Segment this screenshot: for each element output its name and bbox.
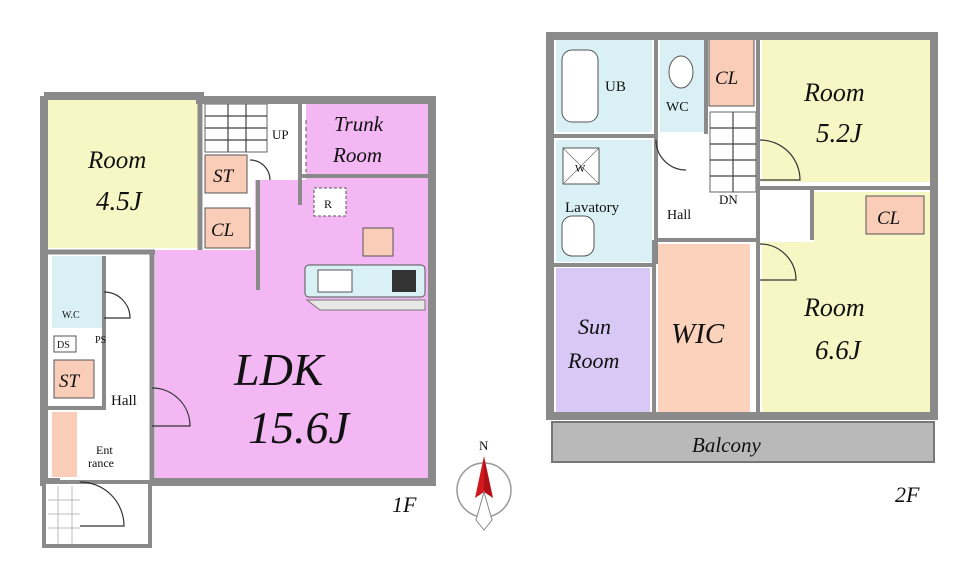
door-wc [103, 291, 131, 319]
room-5-2j-size: 5.2J [816, 118, 864, 148]
room-6-6j-size: 6.6J [815, 335, 863, 365]
room-6-6j [762, 192, 930, 412]
wc-1f [52, 256, 102, 328]
st-upper-label: ST [213, 166, 235, 187]
ub-label: UB [605, 79, 626, 95]
storage-st-upper [204, 154, 248, 194]
entrance-step [52, 412, 77, 477]
floor-1f-label: 1F [392, 492, 417, 517]
compass: N [456, 438, 512, 531]
ldk [155, 172, 428, 478]
hall-2f-label: Hall [667, 208, 691, 223]
entrance-door [79, 481, 125, 527]
fridge-space [362, 227, 394, 257]
wic-label: WIC [671, 318, 725, 350]
sun-room-line2: Room [567, 348, 619, 373]
ds-label: DS [57, 340, 70, 351]
ldk-size: 15.6J [248, 402, 352, 453]
dn-label: DN [719, 192, 738, 207]
trunk-room [306, 102, 428, 172]
ps-label: PS [95, 335, 106, 346]
hall-1f-label: Hall [111, 393, 137, 409]
compass-north-arrow-icon [475, 456, 484, 498]
entrance-line1: Ent [96, 443, 113, 457]
closet-cl-right [865, 195, 925, 235]
compass-north-label: N [479, 438, 489, 453]
room-4-5j-name: Room [87, 147, 146, 174]
stove-icon [392, 270, 416, 292]
door-room-5-2j [759, 139, 801, 181]
up-label: UP [272, 127, 289, 142]
door-hall-ldk [151, 387, 191, 427]
sun-room-line1: Sun [578, 314, 611, 339]
trunk-room-line2: Room [332, 143, 382, 167]
closet-cl-top [708, 37, 755, 107]
toilet-2f-icon [668, 55, 694, 89]
room-5-2j-name: Room [803, 78, 865, 107]
balcony-label: Balcony [692, 433, 761, 457]
cl-right-label: CL [877, 208, 900, 229]
floor-2f-label: 2F [895, 482, 920, 507]
cl-top-label: CL [715, 68, 738, 89]
wc-2f-label: WC [666, 100, 689, 115]
room-4-5j [48, 100, 198, 248]
door-st [249, 159, 271, 181]
storage-st-lower [53, 359, 95, 399]
sink-icon [317, 269, 353, 293]
wash-basin-icon [561, 215, 595, 257]
wc-1f-label: W.C [62, 310, 80, 321]
w-label: W [575, 163, 586, 175]
stairs-1f [204, 103, 268, 153]
walk-in-closet [658, 244, 750, 412]
lavatory-label: Lavatory [565, 200, 620, 216]
kitchen-counter [304, 264, 426, 311]
room-4-5j-size: 4.5J [96, 186, 144, 216]
refrigerator-mark [313, 187, 347, 217]
r-label: R [324, 197, 332, 211]
door-room-6-6j [759, 243, 797, 281]
trunk-room-line1: Trunk [334, 112, 384, 136]
room-6-6j-name: Room [803, 293, 865, 322]
porch-tiles [48, 486, 80, 544]
entrance-line2: rance [88, 456, 114, 470]
second-floor: UB WC CL Room 5.2J W Lavatory Hall DN CL… [546, 32, 938, 507]
cl-1f-label: CL [211, 220, 234, 241]
st-lower-label: ST [59, 371, 81, 392]
ldk-name: LDK [233, 344, 326, 395]
closet-cl-1f [204, 207, 251, 249]
first-floor: Room 4.5J Trunk Room LDK 15.6J ST CL W.C… [40, 92, 436, 548]
sun-room [556, 268, 650, 412]
room-5-2j [762, 40, 930, 182]
exterior-walls-2f [546, 32, 938, 420]
stairs-2f [709, 111, 757, 193]
door-lavatory [655, 139, 687, 171]
balcony [551, 421, 935, 463]
bathtub-icon [561, 49, 599, 123]
